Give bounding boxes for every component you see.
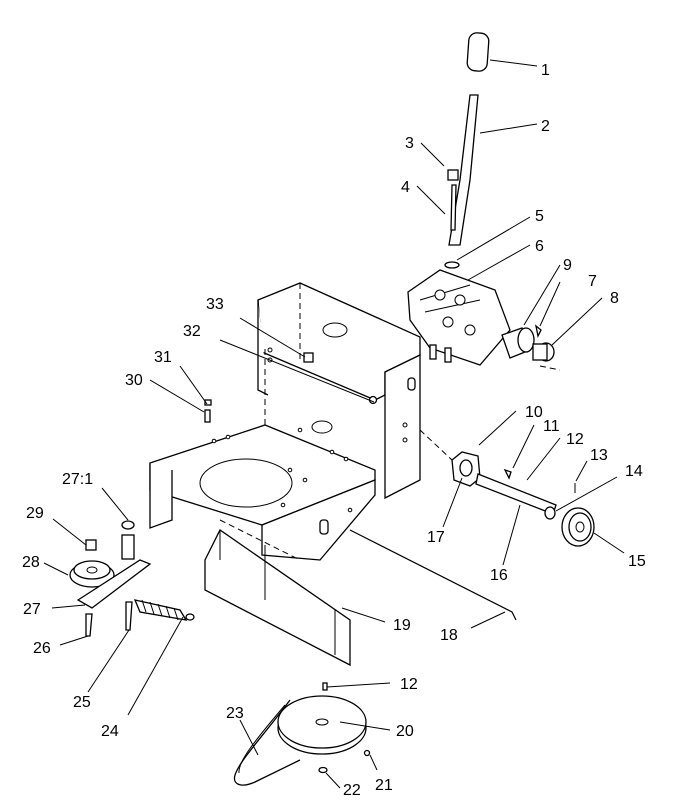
callout-26: 26 — [33, 640, 51, 657]
callout-20: 20 — [396, 723, 414, 740]
callout-18: 18 — [440, 627, 458, 644]
callout-14: 14 — [625, 463, 643, 480]
callout-12-a: 12 — [566, 431, 584, 448]
callout-5: 5 — [535, 208, 544, 225]
callout-33: 33 — [206, 296, 224, 313]
callout-19: 19 — [393, 617, 411, 634]
frame — [149, 282, 421, 561]
callout-6: 6 — [535, 238, 544, 255]
callout-23: 23 — [226, 705, 244, 722]
belt-pulley — [233, 682, 371, 786]
callout-12-b: 12 — [400, 676, 418, 693]
callout-30: 30 — [125, 372, 143, 389]
callout-11: 11 — [543, 418, 560, 435]
callout-16: 16 — [490, 567, 508, 584]
callout-15: 15 — [628, 553, 646, 570]
callout-2: 2 — [541, 118, 550, 135]
callout-9: 9 — [563, 257, 572, 274]
callout-27-1: 27:1 — [62, 471, 93, 488]
callout-4: 4 — [401, 179, 410, 196]
callout-32: 32 — [183, 323, 201, 340]
shaft-assembly — [419, 429, 595, 547]
callout-29: 29 — [26, 505, 44, 522]
callout-7: 7 — [588, 273, 597, 290]
callout-31: 31 — [154, 349, 172, 366]
control-rod — [349, 529, 517, 621]
callout-22: 22 — [343, 782, 361, 799]
idler-assembly — [69, 520, 195, 637]
callout-21: 21 — [375, 777, 393, 794]
callout-3: 3 — [405, 135, 414, 152]
lower-panel — [204, 529, 351, 667]
leader-lines — [43, 59, 625, 789]
callout-25: 25 — [73, 694, 91, 711]
callout-8: 8 — [610, 290, 619, 307]
shift-lever — [444, 32, 490, 269]
callout-labels: 1 2 3 4 5 6 7 8 9 10 11 12 12 13 14 15 1… — [22, 62, 646, 799]
transmission — [407, 269, 561, 371]
callout-17: 17 — [427, 529, 445, 546]
callout-27: 27 — [23, 601, 41, 618]
callout-24: 24 — [101, 723, 119, 740]
callout-28: 28 — [22, 554, 40, 571]
callout-1: 1 — [541, 62, 550, 79]
callout-13: 13 — [590, 447, 608, 464]
callout-10: 10 — [525, 404, 543, 421]
